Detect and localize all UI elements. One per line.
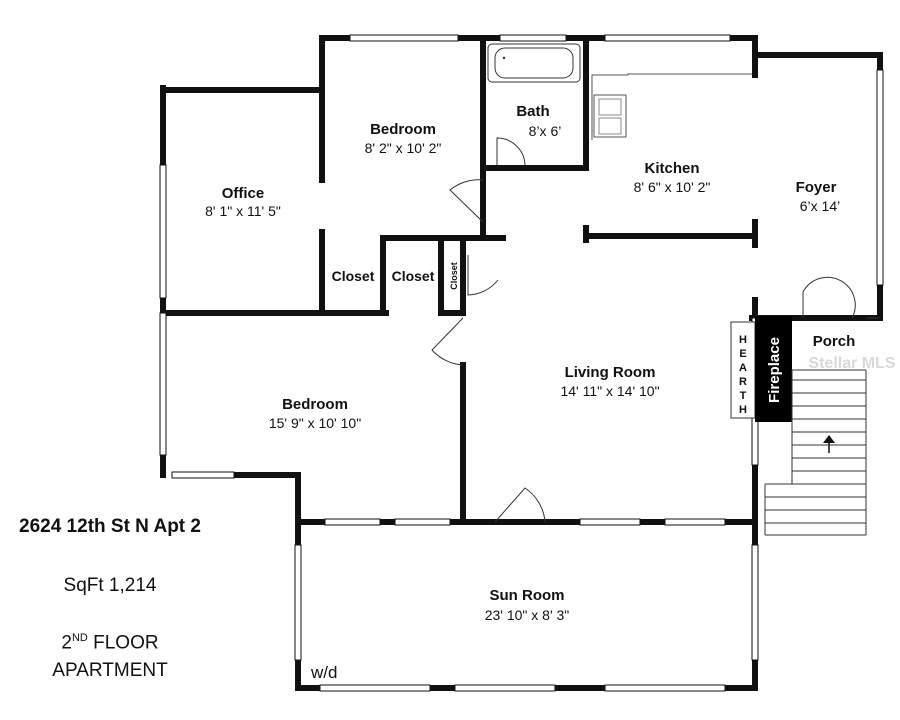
room-label-foyer: Foyer: [796, 179, 837, 196]
washer-dryer-label: w/d: [310, 663, 337, 682]
stairs: [764, 317, 880, 536]
room-dims-sun-room: 23' 10" x 8' 3": [485, 607, 570, 623]
room-label-closet-3: Closet: [449, 262, 459, 290]
room-dims-kitchen: 8' 6" x 10' 2": [634, 179, 711, 195]
watermark: Stellar MLS: [808, 355, 895, 372]
room-label-closet-2: Closet: [392, 268, 435, 284]
room-label-living-room: Living Room: [565, 364, 656, 381]
room-dims-office: 8' 1" x 11' 5": [205, 203, 281, 219]
stairs-up-arrow-icon: [823, 435, 835, 453]
property-address: 2624 12th St N Apt 2: [19, 516, 201, 537]
room-label-sun-room: Sun Room: [490, 587, 565, 604]
room-label-office: Office: [222, 185, 265, 202]
apartment-label: APARTMENT: [52, 660, 168, 681]
floor-ordinal: ND: [71, 632, 88, 644]
doors: [431, 137, 856, 523]
hearth-letter: E: [739, 348, 746, 360]
room-label-kitchen: Kitchen: [644, 160, 699, 177]
hearth: [730, 321, 756, 419]
room-label-bath: Bath: [516, 103, 549, 120]
room-dims-bath: 8’x 6’: [529, 123, 562, 139]
room-label-bedroom-top: Bedroom: [370, 121, 436, 138]
hearth-letter: R: [739, 376, 747, 388]
kitchen-counter: [591, 73, 752, 140]
room-label-closet-1: Closet: [332, 268, 375, 284]
square-footage: SqFt 1,214: [63, 575, 157, 596]
room-dims-bedroom-bottom: 15' 9" x 10' 10": [269, 415, 361, 431]
room-label-bedroom-bottom: Bedroom: [282, 396, 348, 413]
floor-word: FLOOR: [87, 632, 159, 654]
fireplace-label: Fireplace: [766, 337, 783, 403]
fireplace: [755, 316, 792, 422]
hearth-letter: H: [739, 334, 747, 346]
room-dims-living-room: 14' 11" x 14' 10": [560, 383, 659, 399]
hearth-letter: H: [739, 404, 747, 416]
room-label-porch: Porch: [813, 333, 856, 350]
floor-label: 2ND FLOOR: [0, 632, 220, 654]
room-dims-bedroom-top: 8' 2" x 10' 2": [365, 140, 442, 156]
hearth-letter: A: [739, 362, 747, 374]
floor-number: 2: [61, 632, 72, 654]
room-dims-foyer: 6’x 14’: [800, 198, 840, 214]
hearth-letter: T: [740, 390, 747, 402]
